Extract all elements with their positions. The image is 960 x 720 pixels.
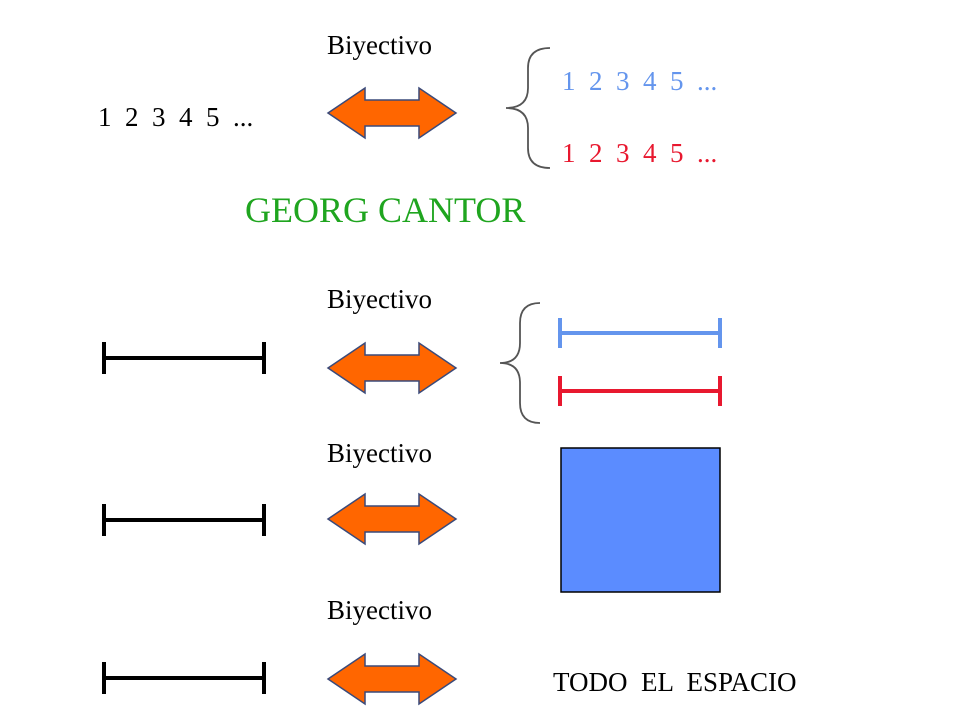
bijective-label-3: Biyectivo [327, 438, 432, 468]
georg-cantor-title: GEORG CANTOR [245, 190, 526, 230]
left-brace-top [505, 47, 551, 169]
natural-sequence-red: 1 2 3 4 5 ... [562, 138, 718, 168]
black-segment-2 [102, 504, 266, 536]
whole-space-label: TODO EL ESPACIO [553, 667, 797, 697]
double-arrow-icon [327, 653, 457, 705]
natural-sequence-blue: 1 2 3 4 5 ... [562, 66, 718, 96]
double-arrow-icon [327, 342, 457, 394]
left-brace-middle [499, 302, 541, 424]
bijective-label-1: Biyectivo [327, 30, 432, 60]
blue-square [560, 447, 721, 593]
bijective-label-4: Biyectivo [327, 595, 432, 625]
bijective-label-2: Biyectivo [327, 284, 432, 314]
double-arrow-icon [327, 87, 457, 139]
double-arrow-icon [327, 493, 457, 545]
black-segment-3 [102, 662, 266, 694]
red-segment [558, 376, 722, 406]
natural-sequence-left: 1 2 3 4 5 ... [98, 102, 254, 132]
blue-segment [558, 318, 722, 348]
black-segment-1 [102, 342, 266, 374]
